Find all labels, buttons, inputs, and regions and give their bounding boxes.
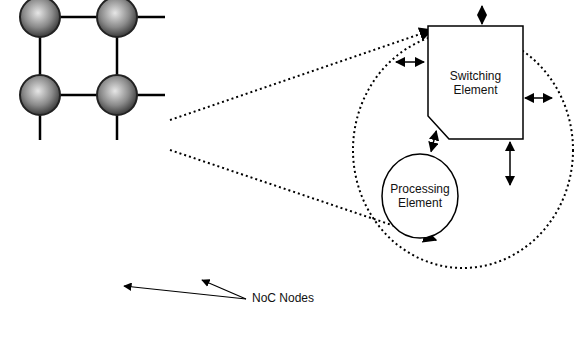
switch-box: Switching Element [426,25,525,140]
node-text: Switching Element [434,69,517,97]
processor-circle: Processing Element [380,153,460,239]
node-text: Processing Element [388,182,452,210]
leader-arrows [124,280,246,299]
noc-node-symbols [20,0,137,115]
mesh-links [40,17,165,140]
connector [431,131,436,152]
caption-label: NoC Nodes [250,291,316,305]
